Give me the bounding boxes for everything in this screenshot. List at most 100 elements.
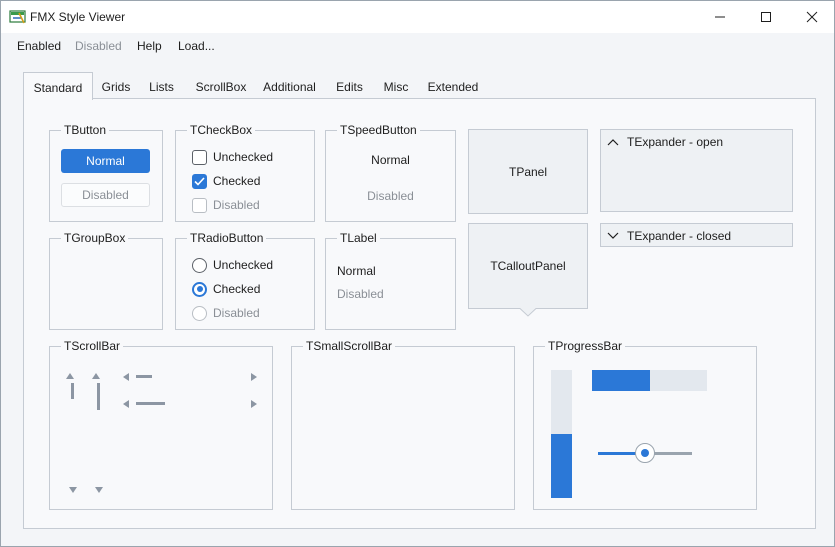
texpander-open: TExpander - open bbox=[600, 129, 793, 212]
disabled-button[interactable]: Disabled bbox=[61, 183, 150, 207]
horizontal-progress-bar bbox=[592, 370, 707, 391]
menu-bar: Enabled Disabled Help Load... bbox=[1, 33, 834, 59]
label-disabled: Disabled bbox=[337, 287, 384, 301]
tab-lists[interactable]: Lists bbox=[149, 80, 174, 94]
scrollbar-glyphs bbox=[66, 373, 257, 493]
normal-button[interactable]: Normal bbox=[61, 149, 150, 173]
group-caption: TGroupBox bbox=[61, 231, 129, 245]
menu-load[interactable]: Load... bbox=[178, 39, 215, 53]
scroll-up-arrow-icon[interactable] bbox=[66, 373, 74, 379]
checkbox-disabled[interactable]: Disabled bbox=[192, 197, 260, 213]
style-viewer-app-icon bbox=[9, 9, 27, 25]
track-bar-filled bbox=[598, 452, 645, 455]
minimize-button[interactable] bbox=[697, 1, 743, 33]
scroll-up-arrow-icon[interactable] bbox=[92, 373, 100, 379]
scroll-thumb[interactable] bbox=[136, 402, 165, 405]
radio-circle[interactable] bbox=[192, 281, 207, 297]
group-caption: TCheckBox bbox=[187, 123, 256, 137]
tspeedbutton-group: TSpeedButton Normal Disabled bbox=[325, 123, 456, 222]
group-caption: TSpeedButton bbox=[337, 123, 420, 137]
tradiobutton-group: TRadioButton Unchecked Checked Disabled bbox=[175, 231, 315, 330]
tpanel: TPanel bbox=[468, 129, 588, 214]
speed-button-disabled[interactable]: Disabled bbox=[367, 189, 414, 203]
scroll-down-arrow-icon[interactable] bbox=[95, 487, 103, 493]
panel-label: TPanel bbox=[508, 164, 548, 179]
tgroupbox-group: TGroupBox bbox=[49, 231, 163, 330]
maximize-icon bbox=[761, 12, 771, 22]
vertical-progress-fill bbox=[551, 434, 572, 498]
radio-circle[interactable] bbox=[192, 305, 207, 321]
menu-help[interactable]: Help bbox=[137, 39, 162, 53]
tab-edits[interactable]: Edits bbox=[336, 80, 363, 94]
tbutton-group: TButton Normal Disabled bbox=[49, 123, 163, 222]
expander-label: TExpander - open bbox=[627, 135, 724, 149]
radio-disabled[interactable]: Disabled bbox=[192, 305, 260, 321]
group-caption: TScrollBar bbox=[61, 339, 124, 353]
maximize-button[interactable] bbox=[743, 1, 789, 33]
expander-header[interactable]: TExpander - closed bbox=[607, 229, 731, 243]
menu-enabled[interactable]: Enabled bbox=[17, 39, 62, 53]
checkbox-label: Unchecked bbox=[213, 150, 274, 164]
tcheckbox-group: TCheckBox Unchecked Checked Disabled bbox=[175, 123, 315, 222]
tab-additional[interactable]: Additional bbox=[263, 80, 316, 94]
scroll-left-arrow-icon[interactable] bbox=[123, 373, 129, 381]
radio-checked[interactable]: Checked bbox=[192, 281, 260, 297]
callout-shape bbox=[468, 223, 588, 317]
checkbox-label: Disabled bbox=[213, 198, 260, 212]
texpander-closed: TExpander - closed bbox=[600, 223, 793, 247]
scroll-right-arrow-icon[interactable] bbox=[251, 373, 257, 381]
speed-button-normal[interactable]: Normal bbox=[371, 153, 410, 167]
minimize-icon bbox=[715, 16, 725, 18]
tlabel-group: TLabel Normal Disabled bbox=[325, 231, 456, 330]
expander-header[interactable]: TExpander - open bbox=[607, 135, 723, 149]
group-caption: TProgressBar bbox=[545, 339, 626, 353]
scroll-thumb[interactable] bbox=[71, 383, 74, 399]
group-caption: TLabel bbox=[337, 231, 380, 245]
standard-tab-panel: TButton Normal Disabled TCheckBox Unchec… bbox=[23, 98, 816, 529]
checkbox-checked[interactable]: Checked bbox=[192, 173, 260, 189]
menu-disabled[interactable]: Disabled bbox=[75, 39, 122, 53]
checkbox-box[interactable] bbox=[192, 173, 207, 189]
chevron-down-icon bbox=[607, 232, 619, 239]
tab-standard[interactable]: Standard bbox=[23, 72, 93, 100]
tab-misc[interactable]: Misc bbox=[383, 80, 409, 94]
scroll-right-arrow-icon[interactable] bbox=[251, 400, 257, 408]
label-normal: Normal bbox=[337, 264, 376, 278]
scroll-left-arrow-icon[interactable] bbox=[123, 400, 129, 408]
close-button[interactable] bbox=[789, 1, 835, 33]
radio-circle[interactable] bbox=[192, 257, 207, 273]
group-caption: TSmallScrollBar bbox=[303, 339, 396, 353]
checkbox-box[interactable] bbox=[192, 197, 207, 213]
checkbox-box[interactable] bbox=[192, 149, 207, 165]
scroll-down-arrow-icon[interactable] bbox=[69, 487, 77, 493]
tprogressbar-group: TProgressBar bbox=[533, 339, 757, 510]
scroll-thumb[interactable] bbox=[136, 375, 152, 378]
radio-unchecked[interactable]: Unchecked bbox=[192, 257, 273, 273]
scroll-thumb[interactable] bbox=[97, 383, 100, 410]
thumb-dot bbox=[641, 449, 649, 457]
tscrollbar-group: TScrollBar bbox=[49, 339, 273, 510]
window-title: FMX Style Viewer bbox=[30, 10, 126, 24]
group-caption: TRadioButton bbox=[187, 231, 267, 245]
tab-grids[interactable]: Grids bbox=[101, 80, 131, 94]
vertical-progress-bar bbox=[551, 370, 572, 498]
radio-label: Unchecked bbox=[213, 258, 274, 272]
radio-label: Checked bbox=[213, 282, 261, 296]
callout-label: TCalloutPanel bbox=[490, 259, 566, 273]
check-icon bbox=[194, 176, 205, 186]
tcalloutpanel: TCalloutPanel bbox=[468, 223, 588, 321]
close-icon bbox=[806, 11, 818, 23]
expander-label: TExpander - closed bbox=[627, 229, 732, 243]
chevron-up-icon bbox=[607, 139, 619, 146]
track-bar[interactable] bbox=[598, 443, 692, 465]
tsmallscrollbar-group: TSmallScrollBar bbox=[291, 339, 515, 510]
tab-scrollbox[interactable]: ScrollBox bbox=[195, 80, 247, 94]
tab-extended[interactable]: Extended bbox=[427, 80, 479, 94]
title-bar[interactable]: FMX Style Viewer bbox=[1, 1, 834, 33]
horizontal-progress-fill bbox=[592, 370, 650, 391]
radio-label: Disabled bbox=[213, 306, 260, 320]
checkbox-label: Checked bbox=[213, 174, 261, 188]
track-bar-thumb[interactable] bbox=[635, 443, 655, 463]
checkbox-unchecked[interactable]: Unchecked bbox=[192, 149, 273, 165]
